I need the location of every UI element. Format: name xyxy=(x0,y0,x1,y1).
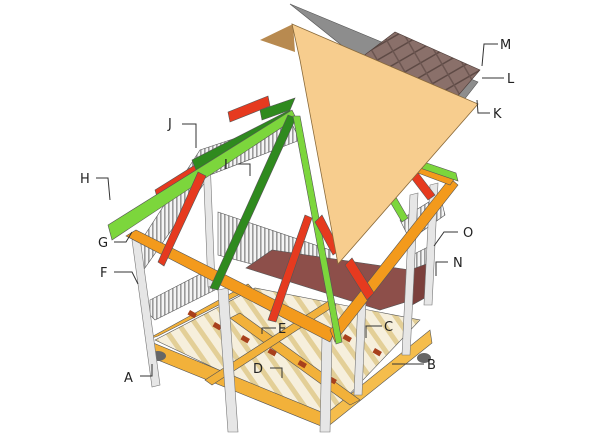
post-front xyxy=(217,287,239,433)
callout-j: J xyxy=(167,117,197,148)
label-k: K xyxy=(493,107,502,122)
hip-rafter-light-front xyxy=(292,115,343,345)
callout-c: C xyxy=(365,320,393,338)
callout-a: A xyxy=(124,364,153,386)
roof-sheathing-back xyxy=(260,24,295,52)
label-b: B xyxy=(427,358,436,373)
roof-covering xyxy=(260,3,481,265)
callout-e: E xyxy=(261,322,286,337)
common-rafter-red-back xyxy=(227,95,271,123)
label-l: L xyxy=(507,72,515,87)
label-c: C xyxy=(384,320,393,335)
callout-o: O xyxy=(433,226,473,247)
label-h: H xyxy=(80,172,90,187)
label-i: I xyxy=(224,158,228,173)
callout-n: N xyxy=(435,256,463,276)
callout-f: F xyxy=(100,266,139,285)
callout-i: I xyxy=(224,158,251,176)
callout-h: H xyxy=(80,172,111,201)
roof-sheathing xyxy=(291,23,479,265)
common-rafter-red-right xyxy=(344,257,375,301)
callout-g: G xyxy=(98,231,133,251)
label-d: D xyxy=(253,362,263,377)
post-center xyxy=(319,335,333,433)
callout-k: K xyxy=(476,99,502,122)
callout-d: D xyxy=(253,362,283,378)
pier-block-right xyxy=(417,353,431,363)
label-n: N xyxy=(453,256,463,271)
roof-framing xyxy=(107,95,459,345)
callout-m: M xyxy=(481,38,511,67)
label-j: J xyxy=(167,117,172,132)
label-g: G xyxy=(98,236,108,251)
common-rafter-red-front xyxy=(267,214,313,323)
callout-b: B xyxy=(392,358,436,373)
label-o: O xyxy=(463,226,473,241)
callouts: A B C D E F G H I J K L M N O xyxy=(80,38,515,386)
common-rafter-red-front-left xyxy=(157,171,207,267)
blocking xyxy=(187,309,382,385)
label-m: M xyxy=(500,38,511,53)
callout-l: L xyxy=(482,72,515,87)
label-f: F xyxy=(100,266,107,281)
label-e: E xyxy=(278,322,286,337)
top-beam-right xyxy=(329,177,459,343)
label-a: A xyxy=(124,371,133,386)
